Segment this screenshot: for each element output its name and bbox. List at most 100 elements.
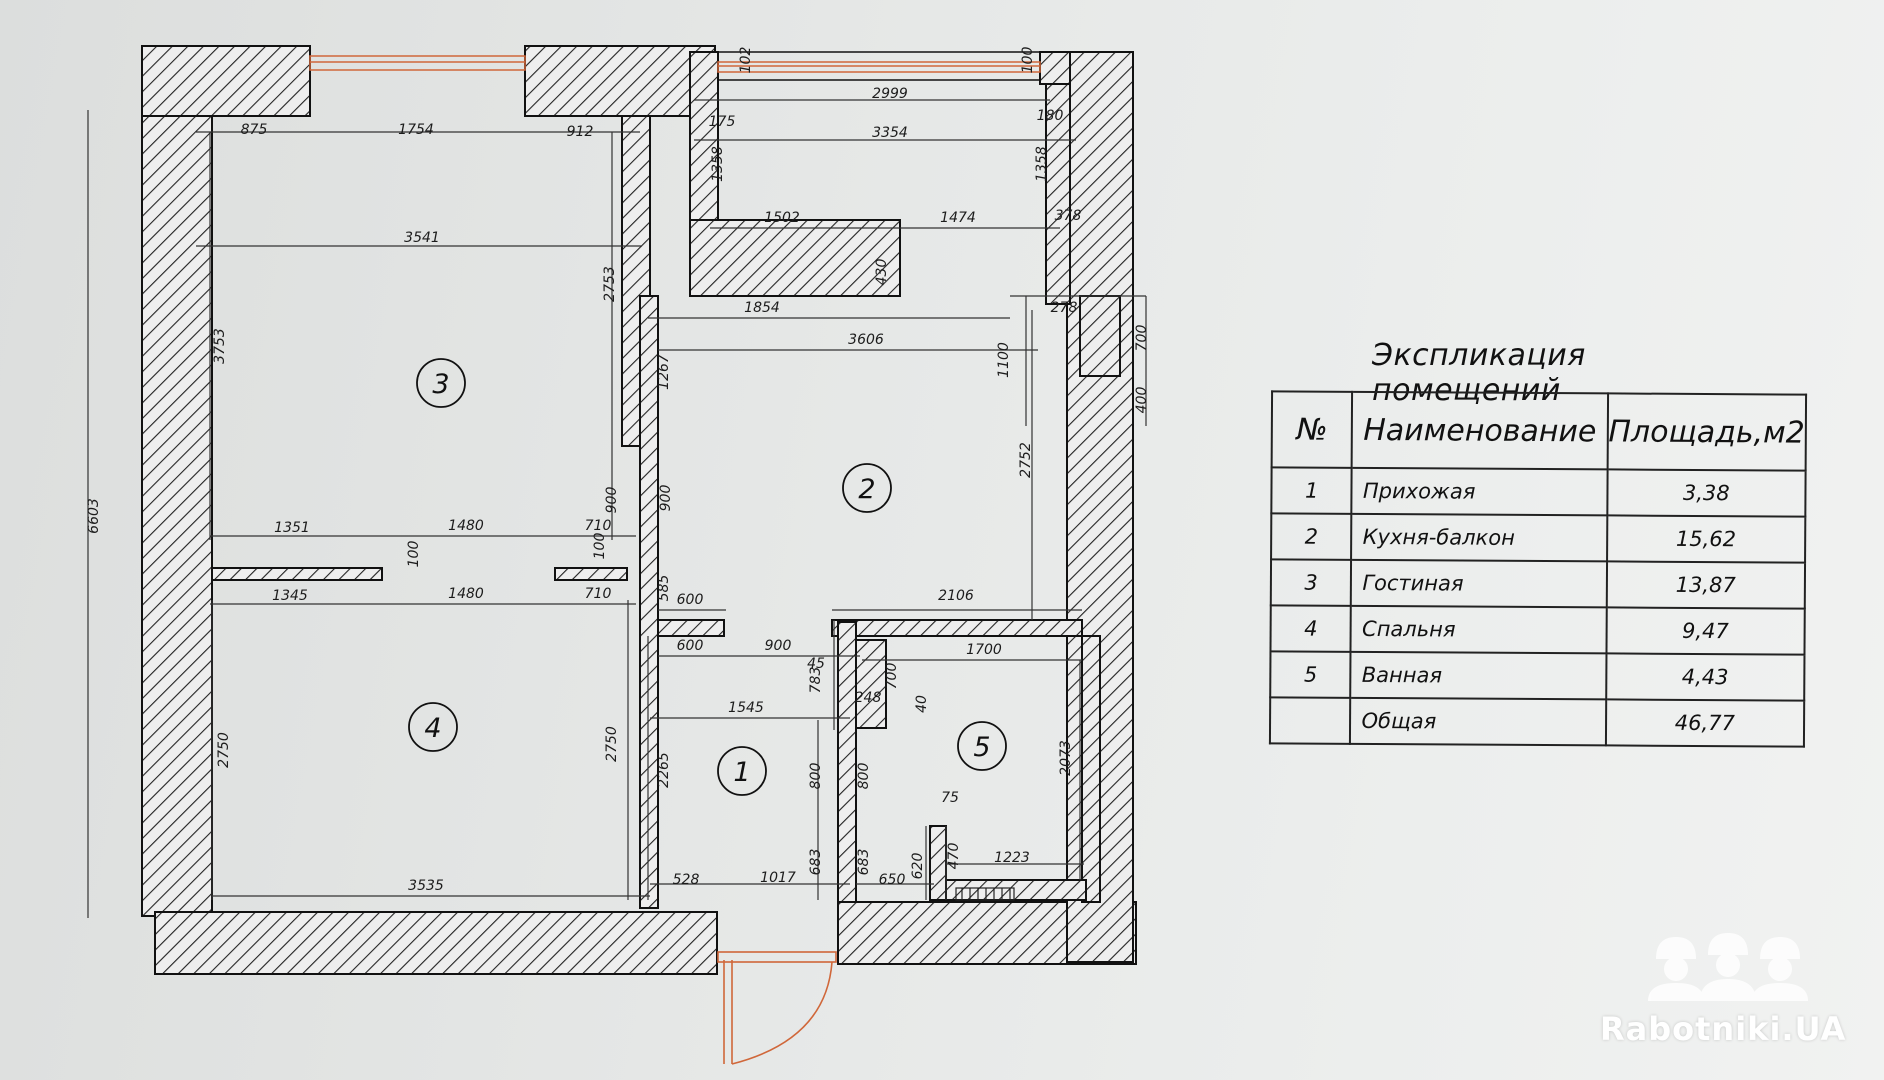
dim-683a: 683: [808, 849, 824, 876]
window-living: [309, 55, 526, 71]
row-area: 3,38: [1606, 469, 1806, 517]
dim-3535: 3535: [408, 878, 444, 894]
dim-3606: 3606: [848, 332, 884, 348]
dim-875: 875: [241, 122, 268, 138]
room-4-label: 4: [424, 713, 441, 744]
dim-1100: 1100: [996, 342, 1012, 378]
table-row: 3 Гостиная 13,87: [1270, 559, 1806, 609]
walls: [141, 45, 1137, 975]
dim-800a: 800: [808, 763, 824, 790]
dim-585: 585: [656, 575, 672, 602]
dim-100b: 100: [592, 533, 608, 560]
vertical-dimension-labels: 102 100 1358 1358 430 2753 3753 6603 700…: [86, 47, 1150, 880]
wall-top-mid: [524, 45, 716, 117]
dim-378: 378: [1055, 208, 1082, 224]
wall-bath-niche: [855, 639, 887, 729]
wall-bottom-left: [154, 911, 718, 975]
room-1-circle: [717, 746, 767, 796]
dim-1545: 1545: [728, 700, 764, 716]
row-num: [1269, 697, 1351, 744]
dim-100t: 100: [1020, 47, 1036, 74]
room-5-label: 5: [973, 732, 990, 763]
wall-kitchen-top-right: [1039, 51, 1071, 85]
col-name-header: Наименование: [1352, 391, 1608, 470]
dim-800b: 800: [856, 763, 872, 790]
dim-1358a: 1358: [710, 146, 726, 182]
dim-248: 248: [855, 690, 882, 706]
dim-1480b: 1480: [448, 586, 484, 602]
dimension-labels: 2999 175 180 3354 1502 1474 378 875 1754…: [241, 86, 1082, 894]
dim-650: 650: [879, 872, 906, 888]
wall-hall-left: [639, 295, 659, 909]
dim-1480a: 1480: [448, 518, 484, 534]
dim-100a: 100: [406, 541, 422, 568]
partition-right: [554, 567, 628, 581]
dim-2265: 2265: [656, 752, 672, 788]
dim-900b: 900: [658, 485, 674, 512]
row-area: 13,87: [1606, 561, 1806, 609]
workers-logo-icon: [1648, 933, 1808, 1001]
row-name: Гостиная: [1351, 559, 1607, 608]
col-area-header: Площадь,м2: [1607, 393, 1807, 471]
room-2-label: 2: [858, 474, 875, 505]
dim-600a: 600: [677, 592, 704, 608]
row-name: Прихожая: [1351, 467, 1608, 516]
dim-2999: 2999: [872, 86, 908, 102]
legend-title: Экспликация помещений: [1372, 338, 1586, 408]
wall-left: [141, 115, 213, 917]
dim-180: 180: [1037, 108, 1064, 124]
floor-grate: [955, 887, 1015, 901]
room-2-circle: [842, 463, 892, 513]
dim-900v: 900: [604, 487, 620, 514]
dim-3541: 3541: [404, 230, 440, 246]
room-1-label: 1: [733, 757, 750, 788]
dim-1345: 1345: [272, 588, 308, 604]
dim-400: 400: [1134, 387, 1150, 414]
table-row: 1 Прихожая 3,38: [1271, 467, 1806, 517]
dim-2106: 2106: [938, 588, 974, 604]
dim-700b: 700: [884, 663, 900, 690]
dim-620: 620: [910, 853, 926, 880]
room-3-label: 3: [432, 369, 449, 400]
explication-table: № Наименование Площадь,м2 1 Прихожая 3,3…: [1269, 390, 1807, 747]
table-row: 4 Спальня 9,47: [1270, 605, 1805, 655]
wall-right-inner: [1079, 295, 1121, 377]
dim-1267: 1267: [656, 354, 672, 390]
row-area: 4,43: [1605, 653, 1805, 701]
dim-528: 528: [673, 872, 700, 888]
dim-6603: 6603: [86, 498, 102, 534]
wall-bath-bottom: [935, 879, 1087, 901]
dim-2753: 2753: [602, 266, 618, 302]
dim-278: 278: [1051, 300, 1078, 316]
dim-1502: 1502: [764, 210, 800, 226]
dim-2752: 2752: [1018, 442, 1034, 478]
row-area: 15,62: [1606, 515, 1806, 563]
room-5-circle: [957, 721, 1007, 771]
row-num: 3: [1270, 559, 1352, 606]
dim-900h: 900: [765, 638, 792, 654]
dim-430: 430: [874, 259, 890, 286]
window-kitchen: [717, 61, 1041, 73]
dim-700: 700: [1134, 325, 1150, 352]
dim-1351: 1351: [274, 520, 310, 536]
dim-2073: 2073: [1058, 740, 1074, 776]
dim-1017: 1017: [760, 870, 796, 886]
dimension-lines: [87, 99, 1147, 918]
row-num: 2: [1271, 513, 1352, 560]
row-num: 4: [1270, 605, 1352, 652]
dim-102: 102: [738, 47, 754, 74]
wall-hall-stub: [657, 619, 725, 637]
dim-710b: 710: [585, 586, 612, 602]
dim-912: 912: [567, 124, 594, 140]
row-name: Ванная: [1350, 651, 1607, 700]
dim-1474: 1474: [940, 210, 976, 226]
dim-1854: 1854: [744, 300, 780, 316]
dim-75: 75: [941, 790, 959, 806]
table-row: 2 Кухня-балкон 15,62: [1271, 513, 1806, 563]
watermark-text: Rabotniki.UA: [1600, 1010, 1847, 1048]
room-3-circle: [416, 358, 466, 408]
dim-175: 175: [709, 114, 736, 130]
row-name: Кухня-балкон: [1351, 513, 1607, 562]
table-row: 5 Ванная 4,43: [1270, 651, 1805, 701]
